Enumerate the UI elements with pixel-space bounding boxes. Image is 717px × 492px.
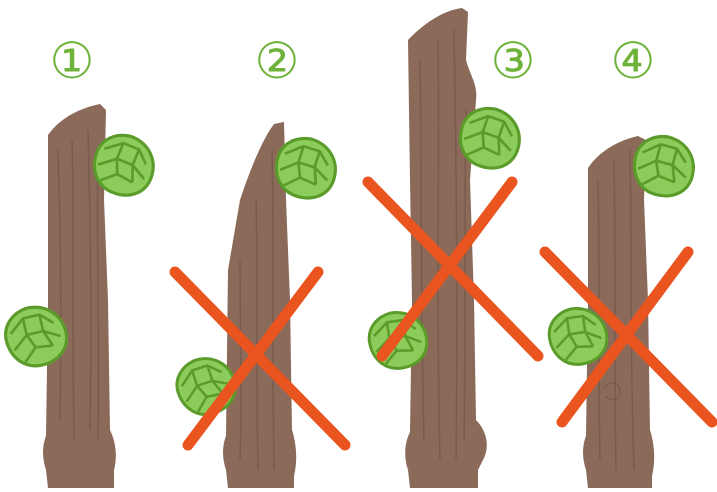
panel-number-1: ① — [50, 32, 95, 90]
stem-3 — [405, 8, 487, 488]
panel-3: ③ — [363, 8, 538, 488]
panel-number-2: ② — [255, 32, 300, 90]
panel-2: ② — [169, 32, 345, 488]
panel-number-4: ④ — [611, 32, 656, 90]
panel-4: ④ — [543, 32, 712, 488]
panel-number-3: ③ — [491, 32, 536, 90]
panel-1: ① — [0, 32, 160, 488]
